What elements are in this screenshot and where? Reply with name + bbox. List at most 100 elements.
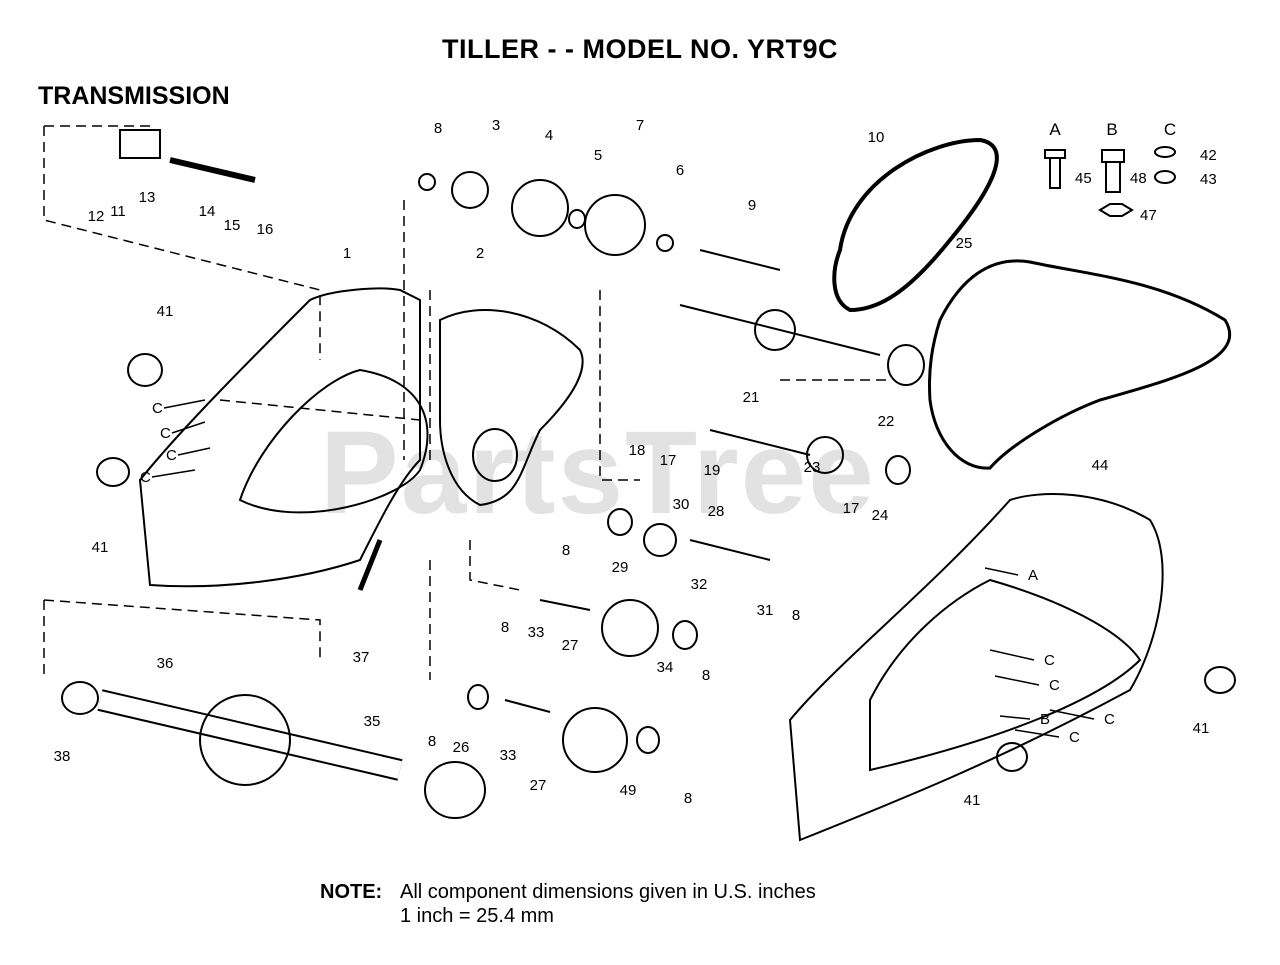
shaft-14 xyxy=(119,129,256,183)
callout-41: 41 xyxy=(1193,720,1210,737)
callout-3: 3 xyxy=(492,117,500,134)
shaft-36-assembly xyxy=(61,681,486,819)
gears-top xyxy=(418,171,646,256)
direction-label-C: C xyxy=(166,447,177,464)
direction-arrow xyxy=(177,447,211,456)
direction-label-B: B xyxy=(1040,711,1050,728)
callout-27: 27 xyxy=(530,777,547,794)
watermark: PartsTree xyxy=(320,407,876,539)
kit-part-48: 48 xyxy=(1130,170,1147,187)
direction-label-C: C xyxy=(1049,677,1060,694)
shaft-9 xyxy=(656,234,781,271)
callout-24: 24 xyxy=(872,507,889,524)
callout-11: 11 xyxy=(110,203,126,220)
note-label: NOTE: xyxy=(320,881,383,903)
shaft-21 xyxy=(679,304,925,386)
direction-label-C: C xyxy=(1044,652,1055,669)
arm-37 xyxy=(357,539,383,591)
kit-part-47: 47 xyxy=(1140,207,1157,224)
callout-37: 37 xyxy=(353,649,370,666)
callout-2: 2 xyxy=(476,245,484,262)
callout-8: 8 xyxy=(702,667,710,684)
callout-4: 4 xyxy=(545,127,553,144)
direction-label-C: C xyxy=(1069,729,1080,746)
kit-letter-B: B xyxy=(1106,120,1117,139)
callout-34: 34 xyxy=(657,659,674,676)
callout-18: 18 xyxy=(629,442,646,459)
kit-hardware-bolt xyxy=(1044,149,1066,189)
kit-letter-C: C xyxy=(1164,120,1176,139)
direction-arrow xyxy=(1014,729,1060,738)
note-line1: All component dimensions given in U.S. i… xyxy=(400,881,816,903)
callout-25: 25 xyxy=(956,235,973,252)
callout-14: 14 xyxy=(199,203,216,220)
callout-6: 6 xyxy=(676,162,684,179)
callout-17: 17 xyxy=(660,452,677,469)
callout-33: 33 xyxy=(528,624,545,641)
callout-30: 30 xyxy=(673,496,690,513)
direction-label-C: C xyxy=(160,425,171,442)
callout-19: 19 xyxy=(704,462,721,479)
direction-arrow xyxy=(171,421,206,434)
shaft-19 xyxy=(709,429,911,485)
callout-8: 8 xyxy=(684,790,692,807)
callout-13: 13 xyxy=(139,189,156,206)
note: NOTE: All component dimensions given in U… xyxy=(320,880,816,928)
callout-9: 9 xyxy=(748,197,756,214)
left-housing-1 xyxy=(138,287,429,588)
callout-44: 44 xyxy=(1092,457,1109,474)
kit-part-45: 45 xyxy=(1075,170,1092,187)
gasket-25 xyxy=(928,259,1232,470)
section-title: TRANSMISSION xyxy=(38,82,230,110)
callout-22: 22 xyxy=(878,413,895,430)
direction-label-C: C xyxy=(1104,711,1115,728)
callout-49: 49 xyxy=(620,782,637,799)
kit-letter-A: A xyxy=(1049,120,1061,139)
callout-28: 28 xyxy=(708,503,725,520)
kit-hardware-washers-nut xyxy=(1098,146,1177,217)
direction-label-C: C xyxy=(152,400,163,417)
callout-41: 41 xyxy=(92,539,109,556)
gears-middle xyxy=(467,508,771,773)
page-title: TILLER - - MODEL NO. YRT9C xyxy=(441,34,838,64)
kit-part-42: 42 xyxy=(1200,147,1217,164)
callout-38: 38 xyxy=(54,748,71,765)
callout-8: 8 xyxy=(792,607,800,624)
bushings xyxy=(96,353,1236,772)
direction-arrow xyxy=(984,567,1019,576)
callout-8: 8 xyxy=(562,542,570,559)
callout-31: 31 xyxy=(757,602,774,619)
callout-7: 7 xyxy=(636,117,644,134)
callout-15: 15 xyxy=(224,217,241,234)
callout-27: 27 xyxy=(562,637,579,654)
callout-17: 17 xyxy=(843,500,860,517)
callout-12: 12 xyxy=(88,208,105,225)
callout-5: 5 xyxy=(594,147,602,164)
guide-lines xyxy=(43,125,890,680)
direction-arrow xyxy=(1049,709,1095,720)
callout-8: 8 xyxy=(501,619,509,636)
direction-arrow xyxy=(989,649,1035,661)
callout-10: 10 xyxy=(868,129,885,146)
callout-41: 41 xyxy=(964,792,981,809)
callout-1: 1 xyxy=(343,245,351,262)
callout-26: 26 xyxy=(453,739,470,756)
direction-label-A: A xyxy=(1028,567,1038,584)
direction-label-C: C xyxy=(140,469,151,486)
chain-drive-10 xyxy=(832,137,999,313)
callout-32: 32 xyxy=(691,576,708,593)
kit-hardware-screw xyxy=(1101,149,1125,193)
direction-arrow xyxy=(999,715,1031,720)
callout-21: 21 xyxy=(743,389,760,406)
note-line2: 1 inch = 25.4 mm xyxy=(400,905,554,927)
callout-33: 33 xyxy=(500,747,517,764)
callout-23: 23 xyxy=(804,459,821,476)
direction-arrow xyxy=(994,675,1040,686)
callout-16: 16 xyxy=(257,221,274,238)
callout-8: 8 xyxy=(434,120,442,137)
callout-8: 8 xyxy=(428,733,436,750)
